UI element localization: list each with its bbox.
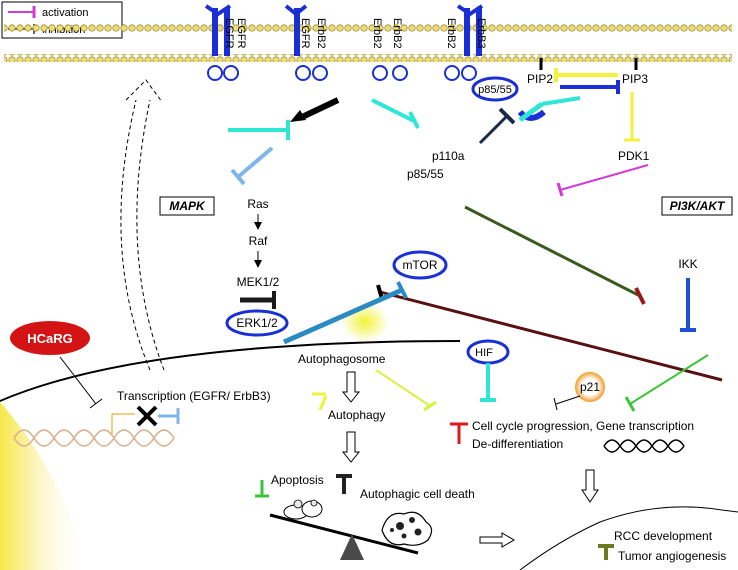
- hif-node: HIF: [466, 339, 510, 402]
- cyan-line-pi3k: [541, 96, 581, 106]
- rcc-label: RCC development: [614, 529, 713, 543]
- receptor-label-8: ErbB3: [475, 18, 487, 49]
- mek-label: MEK1/2: [237, 275, 280, 289]
- p21-node: p21: [553, 372, 605, 411]
- p21-label: p21: [580, 380, 600, 394]
- ikk-inhibition: [680, 278, 696, 332]
- dashed-feedback-arrow: [120, 79, 165, 371]
- hcarg-node: HCaRG: [10, 321, 90, 355]
- mek-inhibition: [240, 291, 276, 309]
- legend-activation-symbol: [8, 6, 36, 18]
- light-blue-inhibition: [230, 146, 274, 186]
- cell-outline: [0, 340, 460, 570]
- receptor-erbb3: ErbB3: [456, 4, 487, 81]
- dna-strand-right: [603, 439, 685, 453]
- hcarg-label: HCaRG: [27, 331, 73, 346]
- mapk-title: MAPK: [169, 199, 206, 213]
- cell-cycle-label: Cell cycle progression, Gene transcripti…: [472, 419, 694, 433]
- arrow-seesaw-right: [479, 532, 515, 548]
- olive-inhibition-angiogenesis: [598, 544, 614, 560]
- receptor-erbb2-3: ErbB2: [391, 18, 408, 81]
- apoptosis-label: Apoptosis: [271, 473, 324, 487]
- receptor-egfr-3: EGFR: [284, 4, 328, 81]
- autophagic-death-label: Autophagic cell death: [360, 487, 475, 501]
- pip3-to-pdk1: [624, 92, 640, 142]
- pi3k-akt-box: PI3K/AKT: [661, 196, 733, 216]
- green-inhibition: [624, 354, 709, 412]
- pdk1-activation-arrow: [556, 164, 649, 197]
- receptor-erbb2-1: ErbB2: [315, 18, 388, 81]
- receptor-label-5: ErbB2: [371, 18, 383, 49]
- dark-green-inhibition: [464, 205, 646, 305]
- red-inhibition-cell-cycle: [450, 422, 468, 444]
- angiogenesis-label: Tumor angiogenesis: [618, 549, 726, 563]
- receptor-erbb2-2: ErbB2: [371, 18, 383, 49]
- receptor-erbb2-4: ErbB2: [444, 18, 460, 81]
- pip-conversion: [554, 68, 620, 94]
- autophagosome-label: Autophagosome: [298, 352, 386, 366]
- ras-label: Ras: [247, 197, 268, 211]
- arrow-cell-cycle-down: [581, 469, 599, 503]
- p85-55-label: p85/55: [407, 167, 444, 181]
- hif-label: HIF: [475, 347, 493, 359]
- pdk1-label: PDK1: [618, 149, 650, 163]
- receptor-label-3: EGFR: [299, 18, 311, 49]
- cyan-inhibition-mapk: [228, 120, 290, 140]
- p110a-label: p110a: [432, 149, 465, 163]
- erk-label: ERK1/2: [236, 316, 278, 330]
- transcription-label: Transcription (EGFR/ ErbB3): [117, 389, 271, 403]
- autophagy-label: Autophagy: [328, 408, 385, 422]
- ikk-label: IKK: [678, 257, 697, 271]
- mtor-label: mTOR: [402, 258, 437, 272]
- green-inhibition-apoptosis: [255, 480, 269, 498]
- cyan-inhibition-receptor: [371, 98, 420, 129]
- balance-seesaw: [269, 499, 433, 560]
- pip2-label: PIP2: [527, 72, 553, 86]
- receptor-label-7: ErbB2: [445, 18, 457, 49]
- hcarg-inhibition: [59, 356, 103, 409]
- p85-complex-label: p85/55: [478, 84, 512, 96]
- transcription-block: [111, 405, 180, 434]
- autophagic-cells-icon: [381, 511, 433, 546]
- cell-membrane: [4, 24, 732, 62]
- mapk-box: MAPK: [159, 196, 215, 216]
- receptor-label-4: ErbB2: [315, 18, 327, 49]
- receptor-label-1: EGFR: [223, 18, 235, 49]
- receptor-egfr-2: EGFR: [235, 18, 247, 49]
- pi3k-akt-title: PI3K/AKT: [670, 199, 726, 213]
- black-arrow-receptor: [290, 97, 340, 122]
- receptor-label-2: EGFR: [235, 18, 247, 49]
- legend-activation-label: activation: [42, 7, 88, 19]
- apoptotic-cells-icon: [283, 499, 323, 520]
- dedifferentiation-label: De-differentiation: [472, 437, 563, 451]
- dark-inhibition-autophagic-death: [336, 474, 352, 494]
- yellow-inhibition-autophagy: [312, 392, 328, 411]
- receptors: EGFR EGFR EGFR ErbB2 ErbB2 ErbB2 ErbB2: [204, 4, 487, 81]
- lime-inhibition: [375, 369, 437, 412]
- receptor-egfr-1: EGFR: [204, 4, 239, 81]
- arrow-autophagosome-autophagy: [341, 371, 361, 403]
- tumor-outline: [519, 506, 738, 570]
- legend: activation inhibition: [1, 1, 123, 39]
- raf-label: Raf: [249, 234, 268, 248]
- pi3k-complex: p85/55: [471, 76, 581, 123]
- pip3-label: PIP3: [622, 72, 648, 86]
- dna-strand-left: [13, 429, 175, 447]
- erk-node: ERK1/2: [225, 309, 289, 337]
- steel-blue-inhibition: [282, 281, 408, 345]
- p110a-inhibition: [478, 107, 516, 145]
- dark-red-inhibition: [376, 284, 723, 382]
- arrow-autophagy-down: [341, 431, 361, 463]
- receptor-label-6: ErbB2: [391, 18, 403, 49]
